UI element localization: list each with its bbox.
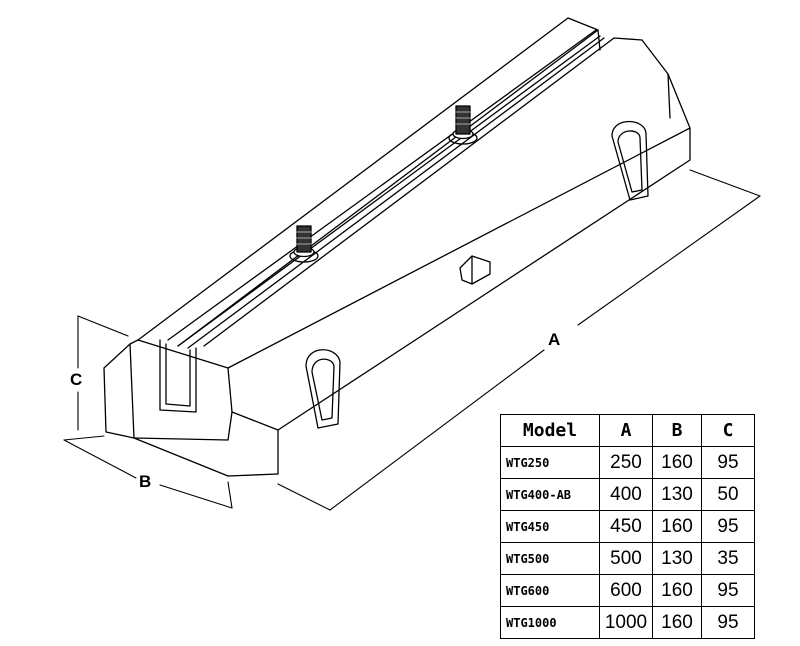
table-row: WTG250 250 160 95 bbox=[500, 446, 755, 479]
cell-model: WTG250 bbox=[500, 446, 600, 479]
dimension-a-line bbox=[277, 169, 761, 511]
cell-model: WTG600 bbox=[500, 574, 600, 607]
cell-b: 130 bbox=[652, 542, 702, 575]
cell-b: 130 bbox=[652, 478, 702, 511]
header-c: C bbox=[701, 414, 755, 447]
dimension-a-label: A bbox=[548, 330, 561, 349]
cell-a: 500 bbox=[599, 542, 653, 575]
cell-a: 450 bbox=[599, 510, 653, 543]
header-model: Model bbox=[500, 414, 600, 447]
cell-b: 160 bbox=[652, 606, 702, 639]
cell-model: WTG400-AB bbox=[500, 478, 600, 511]
cell-c: 95 bbox=[701, 510, 755, 543]
cell-model: WTG1000 bbox=[500, 606, 600, 639]
slot-right bbox=[611, 121, 649, 201]
cell-model: WTG450 bbox=[500, 510, 600, 543]
cell-c: 95 bbox=[701, 574, 755, 607]
front-face bbox=[227, 127, 691, 477]
top-surface bbox=[137, 17, 643, 349]
dimension-c-label: C bbox=[70, 370, 83, 389]
dimension-b-label: B bbox=[139, 472, 152, 491]
cell-b: 160 bbox=[652, 574, 702, 607]
cell-a: 400 bbox=[599, 478, 653, 511]
center-recess bbox=[459, 255, 491, 285]
cell-model: WTG500 bbox=[500, 542, 600, 575]
cell-a: 1000 bbox=[599, 606, 653, 639]
channel-notch bbox=[159, 339, 197, 413]
table-row: WTG400-AB 400 130 50 bbox=[500, 478, 755, 511]
cell-c: 95 bbox=[701, 446, 755, 479]
cell-b: 160 bbox=[652, 446, 702, 479]
dimension-c-line bbox=[77, 315, 129, 431]
cell-c: 35 bbox=[701, 542, 755, 575]
table-row: WTG500 500 130 35 bbox=[500, 542, 755, 575]
cell-c: 50 bbox=[701, 478, 755, 511]
table-row: WTG1000 1000 160 95 bbox=[500, 606, 755, 639]
table-row: WTG450 450 160 95 bbox=[500, 510, 755, 543]
cell-c: 95 bbox=[701, 606, 755, 639]
header-a: A bbox=[599, 414, 653, 447]
cell-a: 250 bbox=[599, 446, 653, 479]
spec-table: Model A B C WTG250 250 160 95 WTG400-AB … bbox=[500, 414, 755, 639]
dimension-b-line bbox=[63, 435, 233, 509]
end-face-left bbox=[103, 339, 233, 477]
table-header-row: Model A B C bbox=[500, 414, 755, 447]
table-row: WTG600 600 160 95 bbox=[500, 574, 755, 607]
slot-left bbox=[305, 349, 341, 429]
end-face-right bbox=[641, 39, 691, 161]
cell-b: 160 bbox=[652, 510, 702, 543]
header-b: B bbox=[652, 414, 702, 447]
cell-a: 600 bbox=[599, 574, 653, 607]
bolt-stud-1 bbox=[289, 225, 319, 263]
bolt-stud-2 bbox=[448, 105, 478, 145]
